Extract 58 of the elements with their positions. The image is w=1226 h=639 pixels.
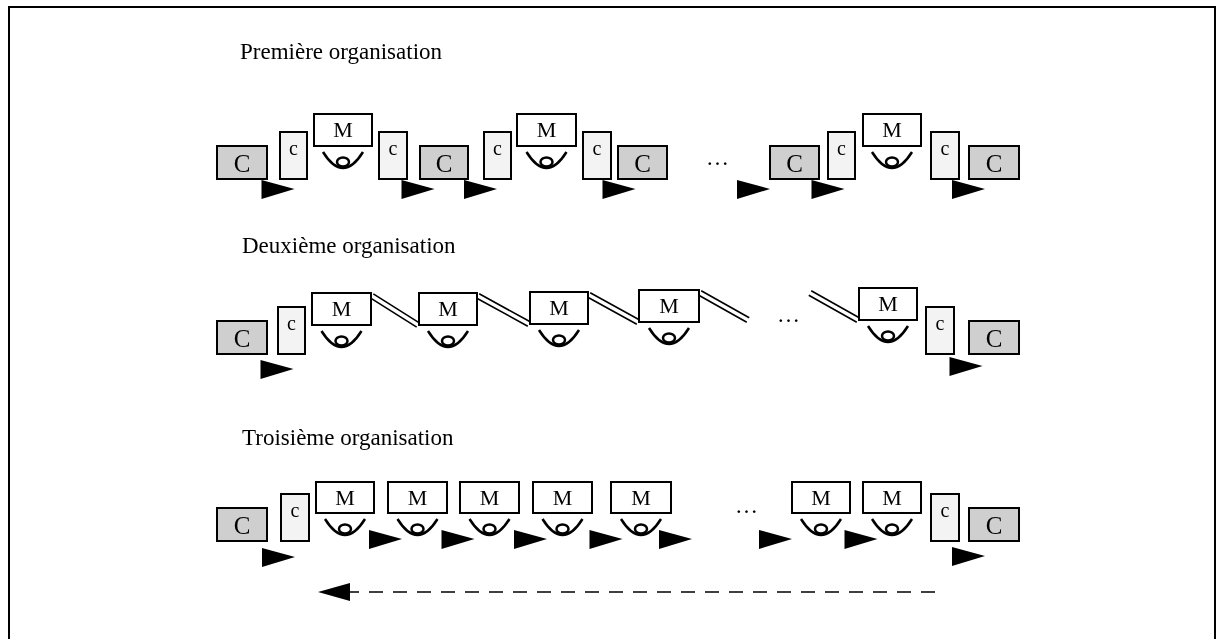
block-arrow (737, 180, 770, 199)
container-box: C (216, 145, 268, 180)
block-arrow (441, 530, 475, 549)
block-arrow (262, 548, 295, 567)
conveyor-box: c (277, 306, 306, 355)
machine-box: M (610, 481, 672, 514)
block-arrow (514, 530, 547, 549)
machine-box: M (516, 113, 577, 147)
block-arrow (369, 530, 402, 549)
machine-box: M (791, 481, 851, 514)
conveyor-box: c (483, 131, 512, 180)
conveyor-box: c (279, 131, 308, 180)
container-box: C (968, 145, 1020, 180)
block-arrow (602, 180, 636, 199)
block-arrow (464, 180, 497, 199)
conveyor-box: c (582, 131, 612, 180)
container-box: C (617, 145, 668, 180)
container-box: C (968, 320, 1020, 355)
conveyor-box: c (925, 306, 955, 355)
machine-box: M (313, 113, 373, 147)
container-box: C (419, 145, 469, 180)
machine-box: M (459, 481, 520, 514)
container-box: C (769, 145, 820, 180)
machine-box: M (858, 287, 918, 321)
ellipsis: … (706, 146, 729, 169)
block-arrow (260, 360, 294, 379)
machine-box: M (529, 291, 589, 325)
conveyor-box: c (827, 131, 856, 180)
machine-box: M (387, 481, 448, 514)
machine-box: M (532, 481, 593, 514)
block-arrow (401, 180, 435, 199)
section-heading: Première organisation (240, 40, 443, 63)
block-arrow (949, 357, 983, 376)
section-heading: Deuxième organisation (242, 234, 456, 257)
ellipsis: … (777, 303, 800, 326)
container-box: C (216, 507, 268, 542)
conveyor-box: c (930, 493, 960, 542)
machine-box: M (315, 481, 375, 514)
block-arrow (844, 530, 878, 549)
ellipsis: … (735, 494, 758, 517)
conveyor-box: c (378, 131, 408, 180)
machine-box: M (862, 113, 922, 147)
section-heading: Troisième organisation (242, 426, 454, 449)
block-arrow (759, 530, 792, 549)
container-box: C (968, 507, 1020, 542)
block-arrow (952, 547, 985, 566)
machine-box: M (311, 292, 372, 326)
block-arrow (261, 180, 295, 199)
machine-box: M (638, 289, 700, 323)
machine-box: M (862, 481, 922, 514)
block-arrow (659, 530, 692, 549)
conveyor-box: c (930, 131, 960, 180)
block-arrow (589, 530, 623, 549)
block-arrow (952, 180, 985, 199)
conveyor-box: c (280, 493, 310, 542)
machine-box: M (418, 292, 478, 326)
container-box: C (216, 320, 268, 355)
block-arrow (811, 180, 845, 199)
